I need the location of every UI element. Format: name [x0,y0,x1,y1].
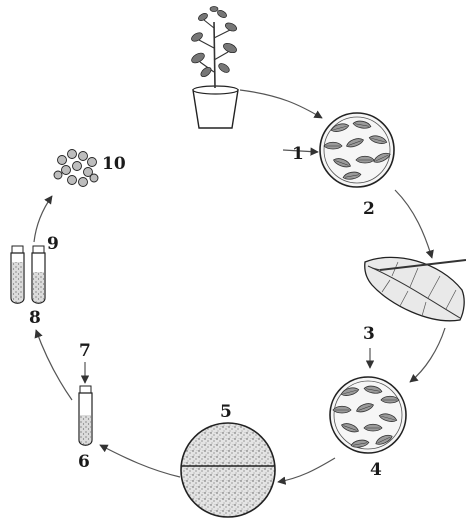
label-3: 3 [363,326,375,343]
arrow-plant-to-dish [240,90,322,118]
label-9: 9 [47,236,59,253]
potted-plant-icon [190,7,238,129]
arrow-culture-to-tube [100,445,180,477]
label-7: 7 [79,343,91,360]
label-2: 2 [363,201,375,218]
cell-cluster-icon [54,150,98,187]
petri-dish-icon [320,113,394,187]
arrow-tube-to-tubes [36,330,72,400]
label-10: 10 [102,156,126,173]
arrow-leaf-to-dish [410,328,445,382]
label-1: 1 [292,146,304,163]
label-8: 8 [29,310,41,327]
arrow-dish-to-leaf [395,190,432,258]
petri-dish-icon [330,377,406,453]
stippled-culture-dish-icon [181,423,275,517]
leaf-icon [365,257,466,320]
test-tube-icon [79,386,92,445]
test-tube-icon [11,246,24,303]
label-4: 4 [370,462,382,479]
label-5: 5 [220,404,232,421]
test-tube-icon [32,246,45,303]
arrow-dish-to-culture [278,458,335,482]
label-6: 6 [78,454,90,471]
